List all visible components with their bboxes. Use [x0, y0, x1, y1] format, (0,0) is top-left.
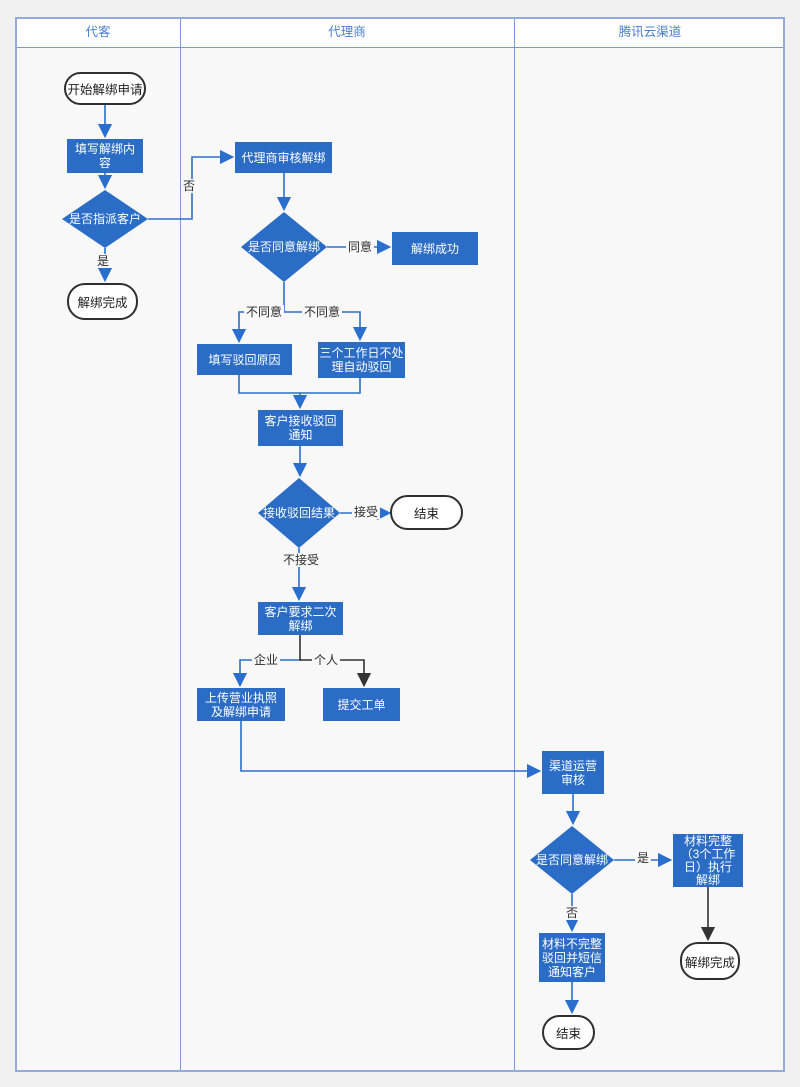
edge-label-enterprise: 企业 [251, 653, 281, 667]
lane-header-row [15, 17, 785, 48]
edge-label-no-channel: 否 [563, 906, 581, 920]
lane-header-tencent-channel: 腾讯云渠道 [618, 25, 682, 39]
edge-label-personal: 个人 [311, 653, 341, 667]
process-agent-review: 代理商审核解绑 [235, 142, 332, 173]
edge-label-not-accept: 不接受 [280, 553, 322, 567]
terminal-end-agent-side: 结束 [390, 495, 463, 530]
process-submit-ticket: 提交工单 [323, 688, 400, 721]
lane-header-daike: 代客 [85, 25, 111, 39]
terminal-end-channel-side: 结束 [542, 1015, 595, 1050]
edge-label-disagree-right: 不同意 [301, 305, 343, 319]
process-material-incomplete-reject: 材料不完整 驳回并短信 通知客户 [539, 933, 605, 982]
process-fill-unbind-content: 填写解绑内 容 [67, 139, 143, 173]
process-upload-license: 上传营业执照 及解绑申请 [197, 688, 285, 721]
lane-divider [514, 17, 515, 1072]
process-second-unbind-request: 客户要求二次 解绑 [258, 602, 343, 635]
diagram-background [15, 17, 785, 1072]
process-fill-reject-reason: 填写驳回原因 [197, 344, 292, 375]
edge-label-yes-channel: 是 [634, 851, 652, 865]
process-auto-reject-3-days: 三个工作日不处 理自动驳回 [318, 342, 405, 378]
process-unbind-success: 解绑成功 [392, 232, 478, 265]
terminal-unbind-done-agent-side: 解绑完成 [67, 283, 138, 320]
lane-header-agent: 代理商 [328, 25, 366, 39]
edge-label-disagree-left: 不同意 [243, 305, 285, 319]
edge-label-yes-assign: 是 [94, 254, 112, 268]
edge-label-no-assign: 否 [180, 179, 198, 193]
terminal-unbind-done-channel-side: 解绑完成 [680, 942, 740, 980]
edge-label-accept: 接受 [351, 505, 381, 519]
lane-divider [180, 17, 181, 1072]
terminal-start: 开始解绑申请 [64, 72, 146, 105]
process-customer-receive-reject: 客户接收驳回 通知 [258, 410, 343, 446]
process-material-complete-execute: 材料完整 （3个工作 日）执行 解绑 [673, 834, 743, 887]
edge-label-agree: 同意 [345, 240, 375, 254]
diagram-frame [15, 17, 785, 1072]
process-channel-review: 渠道运营 审核 [542, 751, 604, 794]
